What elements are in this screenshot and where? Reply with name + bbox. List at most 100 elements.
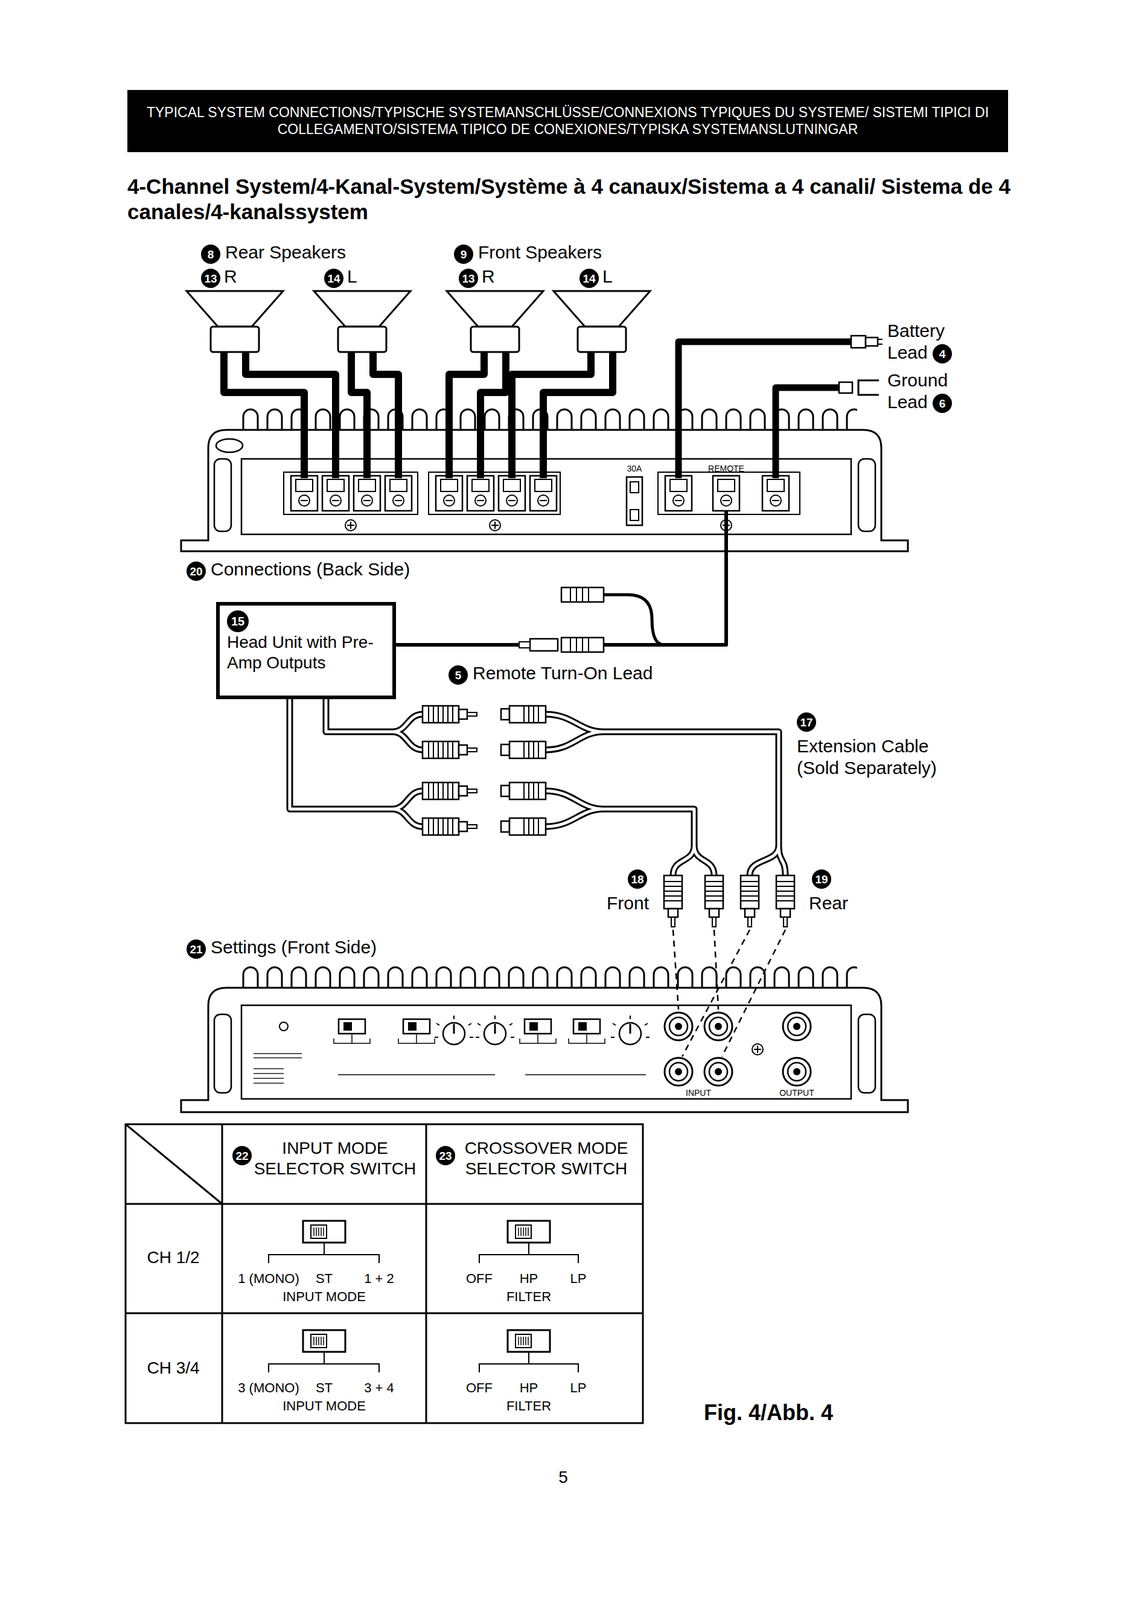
amplifier-front — [704, 1057, 733, 1086]
switch-position: 1 + 2 — [363, 1270, 395, 1287]
rca-plug — [501, 741, 546, 759]
table-header: INPUT MODE SELECTOR SWITCH — [253, 1137, 417, 1179]
amplifier-front — [610, 1015, 650, 1045]
head-unit-box: 15Head Unit with Pre-Amp Outputs — [216, 601, 396, 700]
amplifier-front — [181, 987, 908, 1112]
speaker-wire — [480, 351, 506, 479]
slide-switch — [507, 1220, 550, 1243]
power-lead — [877, 339, 883, 345]
switch-caption: INPUT MODE — [282, 1398, 366, 1414]
view-label: Settings (Front Side) — [210, 936, 377, 958]
channel-label: R — [481, 265, 495, 288]
switch-position: ST — [315, 1270, 333, 1287]
amplifier-front — [782, 1012, 811, 1041]
table-row-header: CH 3/4 — [146, 1357, 200, 1379]
speaker-wire — [511, 351, 591, 479]
slide-switch — [507, 1329, 550, 1352]
switch-caption: FILTER — [506, 1398, 552, 1414]
speaker-wire — [543, 351, 613, 479]
switch-position: 3 + 4 — [363, 1379, 395, 1396]
callout-number: 21 — [186, 939, 206, 959]
amplifier-back — [467, 475, 494, 511]
slide-switch — [303, 1329, 346, 1352]
amplifier-back — [630, 509, 639, 521]
lead-label: Remote Turn-On Lead — [472, 662, 654, 684]
switch-position: LP — [570, 1270, 587, 1287]
jack-label: INPUT — [685, 1087, 712, 1099]
rca-plug — [501, 782, 546, 800]
settings-table — [268, 1242, 579, 1263]
amplifier-front — [338, 1073, 646, 1076]
connection-arrow — [721, 929, 786, 1057]
switch-position: HP — [519, 1379, 539, 1396]
amplifier-front — [704, 1012, 733, 1041]
power-lead — [775, 387, 840, 479]
table-header: CROSSOVER MODE SELECTOR SWITCH — [455, 1137, 637, 1179]
switch-position: LP — [570, 1379, 587, 1396]
amplifier-front — [519, 1018, 556, 1044]
rca-plug — [501, 817, 546, 835]
switch-caption: FILTER — [506, 1288, 552, 1305]
amplifier-back — [385, 475, 412, 511]
slide-switch — [303, 1220, 550, 1352]
rca-plug — [705, 875, 724, 927]
amplifier-back — [498, 475, 526, 511]
slide-switch — [303, 1220, 346, 1243]
amplifier-front — [782, 1057, 811, 1086]
speaker-symbol — [313, 290, 411, 352]
settings-table — [125, 1123, 643, 1423]
settings-table — [125, 1123, 643, 1423]
remote-lead — [603, 510, 727, 645]
remote-lead — [395, 510, 727, 652]
callout-number: 13 — [201, 268, 221, 288]
page-number: 5 — [558, 1466, 569, 1488]
amplifier-back — [712, 475, 740, 511]
amplifier-front — [333, 1018, 371, 1044]
remote-lead — [603, 594, 665, 645]
rca-cable — [325, 699, 423, 750]
amplifier-back — [345, 519, 357, 531]
power-lead — [851, 335, 866, 348]
amplifier-front — [398, 1018, 435, 1044]
amplifier-front — [664, 1057, 693, 1086]
connection-arrow — [673, 929, 679, 1010]
rca-plug — [422, 705, 795, 927]
rca-cable — [545, 790, 715, 876]
rca-cable — [545, 714, 786, 876]
rca-plug — [422, 782, 477, 800]
rca-plug — [501, 705, 546, 723]
channel-label: L — [602, 265, 613, 288]
power-lead — [865, 337, 878, 346]
view-label: Connections (Back Side) — [210, 558, 410, 581]
amplifier-back — [529, 475, 557, 511]
channel-label: L — [347, 265, 358, 288]
amplifier-front — [858, 1014, 876, 1093]
connection-arrow — [673, 929, 786, 1057]
callout-number: 8 — [201, 244, 221, 264]
speaker-wire — [373, 351, 399, 479]
switch-position: HP — [519, 1270, 539, 1287]
amplifier-front — [752, 1043, 764, 1055]
rca-cable — [289, 699, 423, 827]
amplifier-back — [214, 458, 232, 532]
amplifier-front — [253, 1053, 302, 1083]
terminal-label: REMOTE — [708, 463, 745, 474]
power-lead — [839, 382, 853, 393]
callout-number: 17 — [796, 712, 817, 732]
speaker-symbol — [186, 290, 651, 352]
amplifier-front — [214, 1014, 232, 1093]
rca-plug — [422, 741, 477, 759]
speaker-symbol — [186, 290, 284, 352]
rca-plug — [422, 817, 477, 835]
speaker-symbol — [553, 290, 651, 352]
callout-number: 13 — [458, 268, 479, 288]
callout-number: 18 — [627, 869, 648, 889]
rca-cable — [545, 714, 786, 876]
amplifier-front — [475, 1015, 515, 1045]
rca-plug — [422, 705, 477, 723]
figure-title: 4-Channel System/4-Kanal-System/Système … — [127, 173, 1021, 225]
callout-number: 4 — [932, 344, 952, 364]
remote-lead — [519, 641, 530, 648]
amplifier-back — [626, 476, 643, 526]
callout-number: 23 — [435, 1145, 456, 1166]
